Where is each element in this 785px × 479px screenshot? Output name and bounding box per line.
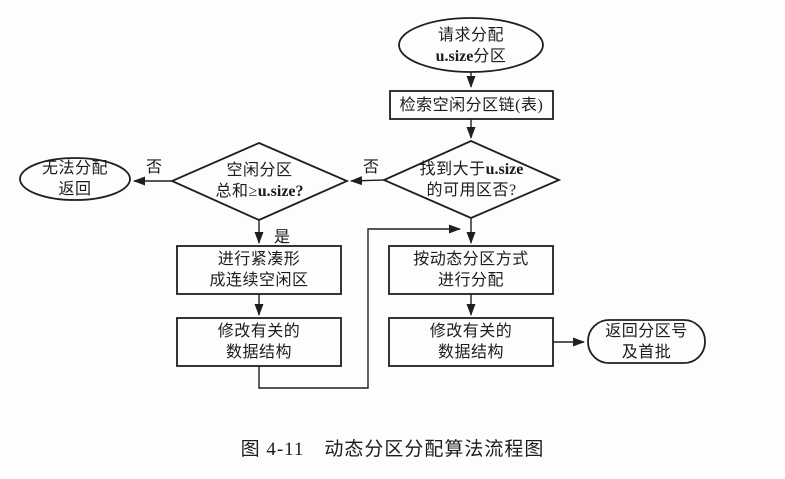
figure-caption: 图 4-11 动态分区分配算法流程图: [240, 439, 545, 460]
update-right-rect-shape: [388, 317, 554, 367]
fail-ellipse-shape: [19, 157, 131, 201]
search-rect-shape: [389, 90, 554, 120]
found-diamond-shape: [381, 140, 562, 219]
return-line1: 返回分区号: [605, 322, 688, 340]
update-right-line2: 数据结构: [437, 344, 504, 361]
update-right-node-text: 修改有关的 数据结构: [389, 318, 553, 366]
update-left-line2: 数据结构: [225, 344, 292, 361]
sum-decision-text: 空闲分区 总和≥u.size?: [172, 147, 347, 215]
sum-diamond-shape: [169, 142, 350, 221]
search-node-text: 检索空闲分区链(表): [390, 91, 553, 119]
fail-node-text: 无法分配 返回: [20, 158, 130, 200]
allocate-line1: 按动态分区方式: [413, 251, 529, 268]
sum-line2: 总和≥u.size?: [215, 183, 304, 200]
fail-line2: 返回: [58, 181, 92, 198]
start-line2: u.size分区: [435, 47, 507, 65]
edge-found-no-to-sum: [350, 176, 385, 186]
search-label: 检索空闲分区链(表): [399, 96, 544, 114]
update-left-node-text: 修改有关的 数据结构: [177, 318, 341, 366]
found-decision-text: 找到大于u.size 的可用区否?: [384, 146, 559, 214]
edge-label-no-left: 否: [146, 159, 163, 176]
update-left-rect-shape: [176, 317, 342, 367]
update-right-line1: 修改有关的: [429, 323, 513, 340]
start-node-text: 请求分配 u.size分区: [399, 19, 543, 72]
found-line1: 找到大于u.size: [419, 161, 524, 178]
found-line2: 的可用区否?: [426, 182, 517, 199]
edge-label-no-middle: 否: [363, 159, 380, 176]
compact-node-text: 进行紧凑形 成连续空闲区: [177, 246, 341, 294]
compact-line2: 成连续空闲区: [209, 272, 309, 289]
start-ellipse-shape: [398, 17, 544, 73]
edge-update-left-feedback: [258, 224, 461, 389]
return-node-text: 返回分区号 及首批: [588, 320, 705, 363]
fail-line1: 无法分配: [41, 160, 108, 177]
start-line1: 请求分配: [437, 26, 504, 44]
compact-rect-shape: [176, 245, 342, 295]
return-stadium-shape: [587, 319, 706, 364]
update-left-line1: 修改有关的: [217, 323, 301, 340]
compact-line1: 进行紧凑形: [217, 251, 301, 268]
allocate-node-text: 按动态分区方式 进行分配: [389, 246, 553, 294]
edge-label-yes: 是: [274, 229, 291, 246]
return-line2: 及首批: [621, 343, 672, 361]
allocate-line2: 进行分配: [437, 272, 504, 289]
sum-line1: 空闲分区: [226, 162, 293, 179]
allocate-rect-shape: [388, 245, 554, 295]
